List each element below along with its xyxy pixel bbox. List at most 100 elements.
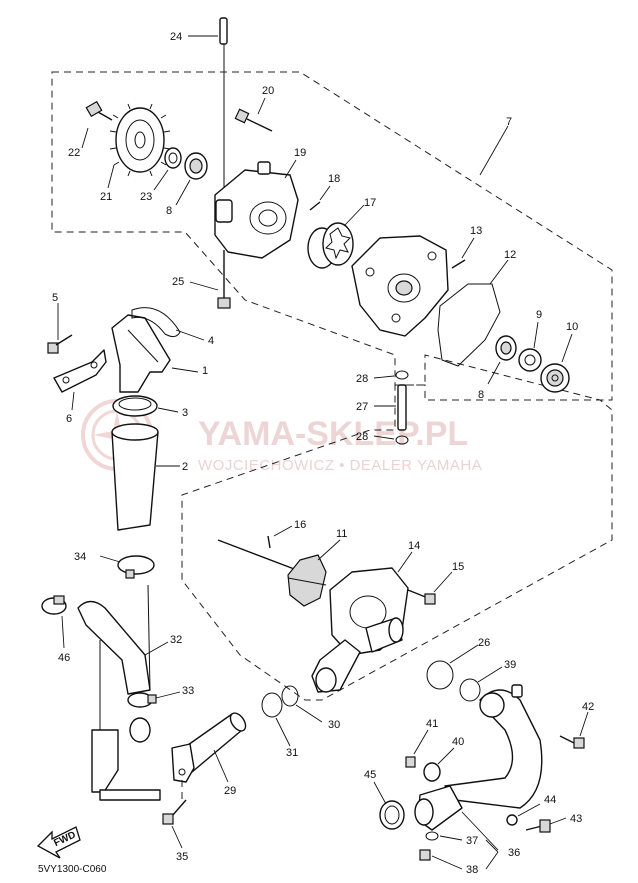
part-1-inlet-fitting [111,314,199,393]
part-32-hose [77,584,169,801]
part-36-outlet-pipe [414,684,543,851]
part-11-impeller-shaft [217,539,341,607]
callout-4: 4 [208,335,214,347]
part-26-o-ring [426,644,479,690]
callout-labels: 1 2 3 4 5 6 7 8 8 9 10 11 12 13 14 15 16… [52,31,594,876]
part-46-hose-clamp [41,595,67,649]
callout-29: 29 [224,785,236,797]
part-15-bolt [407,571,453,605]
part-24-pin [188,17,228,205]
callout-14: 14 [408,540,420,552]
callout-30: 30 [328,719,340,731]
part-43-bolt [525,817,567,833]
part-23-collar [153,147,182,191]
callout-28-lower: 28 [356,431,368,443]
callout-40: 40 [452,736,464,748]
part-33-hose-clamp [127,691,181,708]
part-27-pipe [374,384,407,431]
group-outline-pump-body [181,384,613,701]
callout-3: 3 [182,407,188,419]
callout-38: 38 [466,864,478,876]
callout-18: 18 [328,173,340,185]
callout-8-upper: 8 [166,205,172,217]
callout-44: 44 [544,794,556,806]
callout-41: 41 [426,718,438,730]
part-16-pin [267,525,293,549]
callout-7: 7 [506,116,512,128]
watermark-tagline: WOJCIECHOWICZ • DEALER YAMAHA [198,457,482,474]
part-37-gasket [425,831,463,841]
callout-42: 42 [582,701,594,713]
callout-37: 37 [466,835,478,847]
part-7-pump-cover [351,235,449,337]
part-8-bearing-upper [175,152,208,206]
callout-34: 34 [74,551,86,563]
part-28-o-ring-lower [373,435,409,445]
part-17-rotor [307,204,365,269]
callout-13: 13 [470,225,482,237]
group-outline-pump-drive [51,71,613,401]
callout-31: 31 [286,747,298,759]
callout-1: 1 [202,365,208,377]
callout-9: 9 [536,309,542,321]
callout-8-lower: 8 [478,389,484,401]
part-18-pin [309,185,331,211]
part-5-bolt [47,303,73,354]
part-21-sprocket [107,103,171,189]
part-22-bolt [81,100,113,149]
fwd-arrow-icon: FWD [36,826,81,859]
leader-38-36 [485,851,499,870]
watermark-brand: YAMA-SKLEP.PL [198,415,468,453]
callout-32: 32 [170,634,182,646]
callout-36: 36 [508,847,520,859]
callout-39: 39 [504,659,516,671]
part-29-pipe [171,712,247,783]
part-30-o-ring [281,685,323,723]
callout-11: 11 [336,528,347,540]
callout-21: 21 [100,191,112,203]
part-13-pin [451,237,475,269]
leader-37-36 [485,839,499,853]
part-20-bolt [234,97,273,132]
watermark: YAMA-SKLEP.PL WOJCIECHOWICZ • DEALER YAM… [81,399,482,474]
callout-20: 20 [262,85,274,97]
callout-25: 25 [172,276,184,288]
diagram-code: 5VY1300-C060 [38,864,107,875]
part-42-bolt [559,711,589,749]
part-9-collar [518,321,542,372]
callout-16: 16 [294,519,306,531]
callout-24: 24 [170,31,182,43]
part-45-hose-clamp [373,781,405,830]
part-34-hose-clamp [99,555,155,579]
callout-12: 12 [504,249,516,261]
part-10-seal [540,333,573,393]
callout-2: 2 [182,461,188,473]
part-41-bolt [405,729,429,768]
part-35-bolt [162,780,187,849]
callout-43: 43 [570,813,582,825]
part-38-drain-bolt [419,849,463,870]
callout-46: 46 [58,652,70,664]
callout-10: 10 [566,321,578,333]
part-40-washer-nut [423,747,455,782]
callout-17: 17 [364,197,376,209]
callout-45: 45 [364,769,376,781]
part-2-hose [111,423,180,531]
part-4-o-ring [131,307,205,341]
part-39-o-ring [459,666,503,702]
callout-26: 26 [478,637,490,649]
part-31-o-ring [261,692,291,747]
callout-22: 22 [68,147,80,159]
callout-19: 19 [294,147,306,159]
leader-7 [479,125,509,176]
callout-15: 15 [452,561,464,573]
callout-27: 27 [356,401,368,413]
part-14-pump-body [311,551,413,693]
callout-5: 5 [52,292,58,304]
part-25-bolt [189,250,231,309]
callout-33: 33 [182,685,194,697]
callout-28-upper: 28 [356,373,368,385]
part-8-bearing-lower [487,335,517,385]
part-6-bracket [53,349,107,411]
